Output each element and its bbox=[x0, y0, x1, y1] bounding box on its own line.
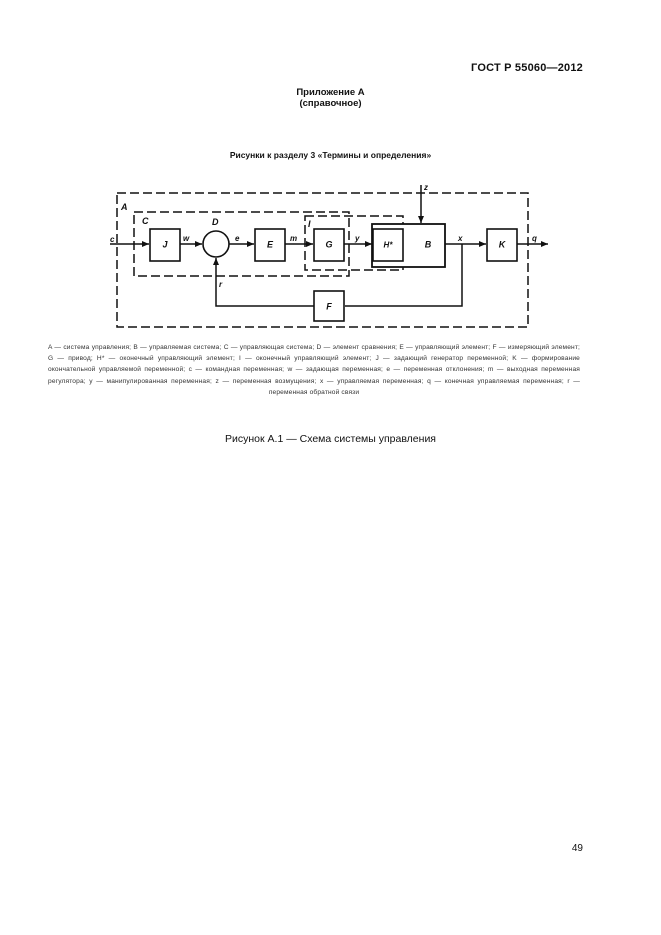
appendix-title: Приложение А bbox=[296, 87, 365, 98]
diagram-legend: A — система управления; B — управляемая … bbox=[48, 342, 580, 398]
standard-number: ГОСТ Р 55060—2012 bbox=[471, 62, 583, 74]
page-number: 49 bbox=[571, 843, 583, 854]
block-h-label: H* bbox=[384, 241, 394, 250]
block-j bbox=[149, 228, 181, 262]
frame-c-label: C bbox=[142, 216, 149, 226]
block-k-label: K bbox=[499, 240, 507, 250]
frame-control-system-a bbox=[116, 192, 529, 328]
block-f bbox=[313, 290, 345, 322]
signal-c-label: c bbox=[110, 235, 115, 244]
block-b-label: B bbox=[425, 240, 432, 250]
block-h bbox=[372, 228, 404, 262]
block-e-label: E bbox=[267, 240, 274, 250]
comparison-element-d bbox=[202, 230, 230, 258]
block-e bbox=[254, 228, 286, 262]
signal-m-label: m bbox=[290, 234, 297, 243]
signal-q-label: q bbox=[532, 234, 537, 243]
section-heading: Рисунки к разделу 3 «Термины и определен… bbox=[229, 150, 432, 160]
signal-r-label: r bbox=[219, 280, 223, 289]
signal-z-label: z bbox=[423, 183, 428, 192]
block-j-label: J bbox=[162, 240, 168, 250]
block-f-label: F bbox=[326, 302, 332, 312]
frame-i-label: I bbox=[308, 219, 311, 229]
appendix-subtitle: (справочное) bbox=[299, 98, 362, 109]
block-g-label: G bbox=[325, 240, 332, 250]
frame-a-label: A bbox=[120, 202, 128, 212]
figure-caption: Рисунок А.1 — Схема системы управления bbox=[225, 433, 436, 445]
block-g bbox=[313, 228, 345, 262]
signal-y-label: y bbox=[354, 234, 360, 243]
signal-e-label: e bbox=[235, 234, 240, 243]
block-k bbox=[486, 228, 518, 262]
legend-text: A — система управления; B — управляемая … bbox=[48, 344, 580, 396]
element-d-label: D bbox=[212, 217, 219, 227]
feedback-line-to-f bbox=[345, 244, 463, 307]
signal-w-label: w bbox=[183, 234, 190, 243]
feedback-line-r bbox=[213, 258, 314, 307]
signal-x-label: x bbox=[457, 234, 463, 243]
